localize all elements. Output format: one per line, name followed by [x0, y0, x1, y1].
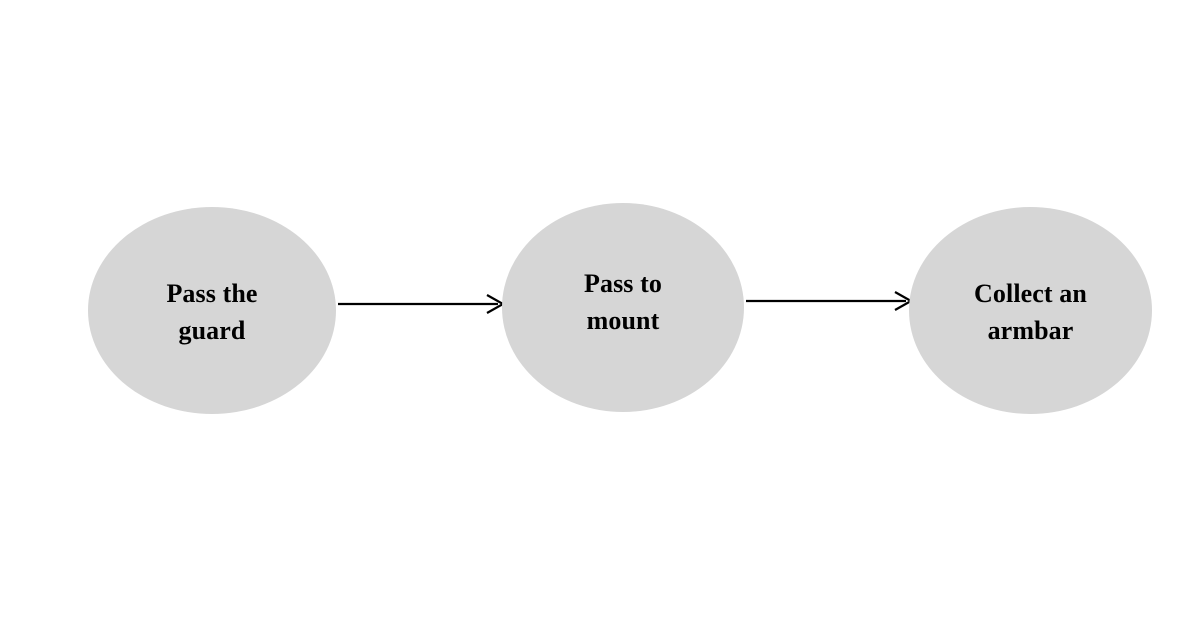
node-label: Collect an armbar — [974, 278, 1087, 345]
node-label: Pass to mount — [584, 268, 662, 335]
diagram-node-collect-an-armbar[interactable]: Collect an armbar — [909, 207, 1152, 414]
diagram-edge-guard-to-mount[interactable] — [336, 288, 508, 322]
diagram-edge-mount-to-armbar[interactable] — [744, 285, 916, 319]
diagram-node-pass-to-mount[interactable]: Pass to mount — [502, 203, 744, 412]
diagram-node-pass-the-guard[interactable]: Pass the guard — [88, 207, 336, 414]
node-label: Pass the guard — [166, 278, 258, 345]
